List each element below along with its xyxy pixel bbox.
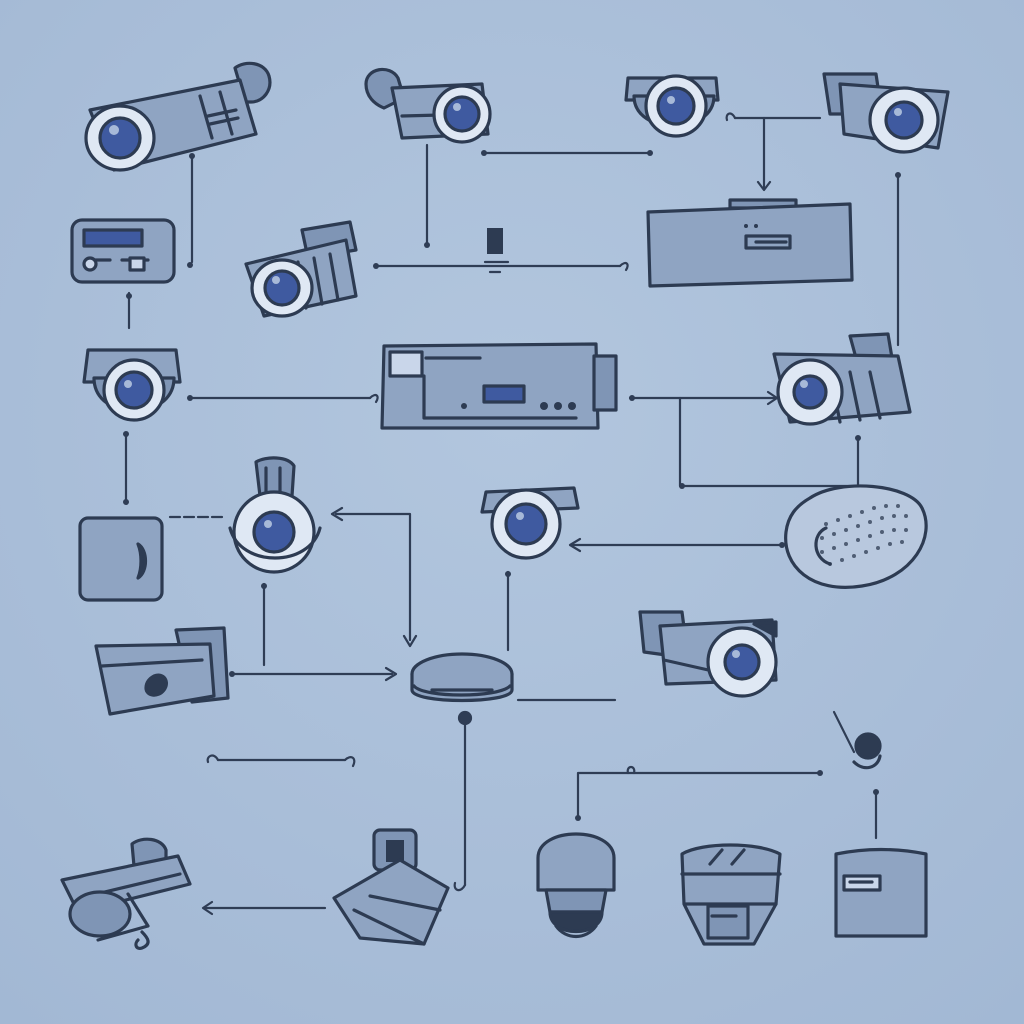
wire-dot-c2	[647, 150, 653, 156]
bullet-camera-icon	[364, 67, 492, 144]
wire-connectors	[123, 112, 901, 916]
dome-camera-icon	[480, 486, 580, 560]
ptz-camera-icon	[228, 456, 322, 574]
junction-box-icon	[852, 732, 882, 770]
wire-dot-l2	[123, 499, 129, 505]
wire-r-head	[384, 666, 398, 682]
bullet-camera-icon	[94, 626, 230, 716]
wire-e-head	[756, 180, 772, 192]
storage-box-icon	[834, 847, 928, 938]
speaker-mesh-icon	[784, 484, 928, 589]
wire-n-foot	[402, 634, 418, 648]
wire-dot-v	[575, 815, 581, 821]
housing-icon	[332, 828, 450, 946]
dome-camera-icon	[624, 74, 720, 138]
wire-dot-k	[855, 435, 861, 441]
wire-g-hook	[618, 261, 629, 272]
wire-n-head	[330, 506, 344, 522]
wire-u-hook1	[206, 754, 220, 764]
wire-dot-f	[895, 172, 901, 178]
bullet-camera-icon	[244, 220, 358, 318]
wire-v	[576, 771, 822, 820]
wire-dot-c	[481, 150, 487, 156]
network-hub-icon	[410, 652, 514, 703]
nvr-recorder-icon	[646, 198, 854, 288]
wire-dot-o	[505, 571, 511, 577]
dome-camera-icon	[536, 832, 616, 939]
wire-dot-l	[123, 431, 129, 437]
wire-k	[678, 396, 860, 488]
wire-plug-foot	[483, 260, 510, 274]
wire-dot-a2	[187, 262, 193, 268]
wire-dot-k2	[679, 483, 685, 489]
wire-t-hook	[453, 881, 467, 892]
wire-y	[832, 710, 856, 754]
dvr-recorder-icon	[380, 342, 618, 430]
wire-dot-i	[187, 395, 193, 401]
wire-p-head	[568, 537, 582, 553]
bullet-camera-icon	[84, 61, 272, 172]
wire-dot-g	[373, 263, 379, 269]
wire-dot-q	[261, 583, 267, 589]
wire-dot-p	[779, 542, 785, 548]
wire-dot-w	[873, 789, 879, 795]
bullet-camera-icon	[638, 610, 778, 698]
wire-v-hook	[626, 765, 636, 775]
bullet-camera-icon	[772, 332, 912, 426]
wire-dot-t	[457, 710, 473, 726]
wire-dot-v2	[817, 770, 823, 776]
wire-i-hook	[368, 393, 379, 404]
dome-camera-icon	[82, 348, 182, 422]
wire-dot-r	[229, 671, 235, 677]
housing-icon	[680, 843, 782, 946]
wire-u-hook2	[343, 756, 356, 768]
wire-dot-j	[629, 395, 635, 401]
wire-n	[334, 512, 412, 642]
wire-dot-h	[126, 293, 132, 299]
wire-dot-a	[189, 153, 195, 159]
monitor-icon	[70, 218, 176, 284]
wire-dot-b	[424, 242, 430, 248]
wire-d-hook	[725, 112, 737, 122]
bullet-camera-icon	[60, 837, 192, 950]
wire-connector-plug	[487, 228, 503, 254]
wire-x-head	[201, 900, 214, 916]
storage-box-icon	[78, 516, 164, 602]
bullet-camera-icon	[822, 72, 950, 154]
